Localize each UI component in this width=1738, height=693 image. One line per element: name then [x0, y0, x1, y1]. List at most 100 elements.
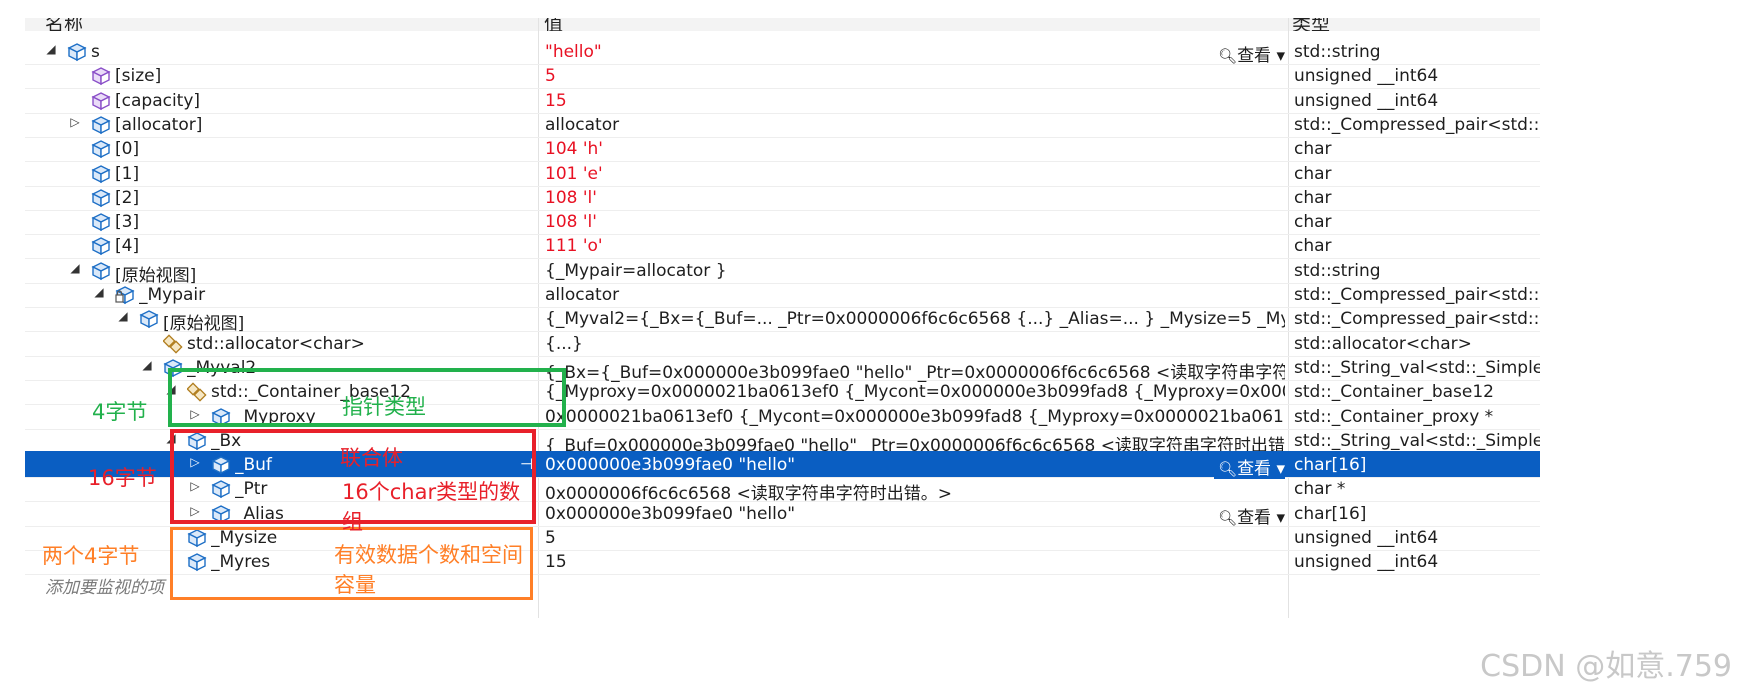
row-name: [1] [115, 163, 140, 184]
watch-row[interactable]: ◢s"hello"🔍︎查看 ▾std::string [25, 38, 1540, 66]
row-value[interactable]: 111 'o' [545, 236, 603, 257]
expand-arrow-icon[interactable]: ▷ [190, 455, 200, 470]
row-type: std::_String_val<std::_Simple_ty... [1294, 357, 1540, 378]
dropdown-arrow-icon[interactable]: ▾ [1271, 46, 1285, 66]
row-value[interactable]: {_Myproxy=0x0000021ba0613ef0 {_Mycont=0x… [545, 382, 1285, 403]
row-value[interactable]: 108 'l' [545, 212, 597, 233]
pin-icon[interactable]: ⊣ [520, 455, 534, 474]
row-value[interactable]: {...} [545, 333, 583, 354]
view-visualizer-button[interactable]: 🔍︎查看 ▾ [1214, 41, 1285, 66]
watch-row[interactable]: [2]108 'l'char [25, 184, 1540, 211]
row-type: std::_Compressed_pair<std::allo... [1294, 309, 1540, 330]
watch-row[interactable]: [0]104 'h'char [25, 135, 1540, 163]
row-name: [原始视图] [115, 265, 197, 286]
row-name: _Myproxy [235, 406, 316, 427]
row-type: unsigned __int64 [1294, 66, 1439, 87]
cube-icon [211, 504, 231, 524]
row-value[interactable]: allocator [545, 114, 620, 135]
cube-icon [91, 164, 111, 184]
row-value[interactable]: {_Bx={_Buf=0x000000e3b099fae0 "hello" _P… [545, 362, 1285, 383]
collapse-arrow-icon[interactable]: ◢ [70, 260, 80, 275]
add-watch-item[interactable]: 添加要监视的项 [45, 578, 164, 598]
watch-row[interactable]: [1]101 'e'char [25, 160, 1540, 187]
union-annotation: 联合体 [340, 446, 403, 470]
cube-icon [91, 139, 111, 159]
magnifier-icon: 🔍︎ [1218, 508, 1238, 527]
watch-row[interactable]: ◢[原始视图]{_Mypair=allocator }std::string [25, 257, 1540, 286]
row-value[interactable]: 15 [545, 90, 567, 111]
expand-arrow-icon[interactable]: ▷ [190, 503, 200, 518]
row-value[interactable]: 15 [545, 552, 567, 573]
row-name: [capacity] [115, 90, 201, 111]
collapse-arrow-icon[interactable]: ◢ [118, 309, 128, 324]
row-name: [2] [115, 187, 140, 208]
expand-arrow-icon[interactable]: ▷ [70, 114, 80, 129]
two-four-bytes-annotation: 两个4字节 [42, 544, 140, 568]
cube-icon [91, 115, 111, 135]
cube-icon [91, 236, 111, 256]
cube-icon [91, 188, 111, 208]
collapse-arrow-icon[interactable]: ◢ [94, 285, 104, 299]
row-value[interactable]: {_Mypair=allocator } [545, 260, 727, 281]
pointer-annotation-box [168, 368, 566, 427]
collapse-arrow-icon[interactable]: ◢ [46, 42, 56, 56]
column-header-type[interactable]: 类型 [1292, 18, 1331, 31]
row-value[interactable]: 0x000000e3b099fae0 "hello" [545, 455, 796, 476]
cube-icon [139, 309, 159, 329]
cube-icon [211, 455, 231, 475]
watch-row[interactable]: ▷_Buf⊣0x000000e3b099fae0 "hello"🔍︎查看 ▾ch… [25, 451, 1540, 480]
view-visualizer-button[interactable]: 🔍︎查看 ▾ [1214, 454, 1285, 480]
row-value[interactable]: 0x000000e3b099fae0 "hello" [545, 503, 796, 524]
row-value[interactable]: allocator [545, 285, 620, 305]
row-name: [原始视图] [163, 314, 245, 335]
row-value[interactable]: 0x0000021ba0613ef0 {_Mycont=0x000000e3b0… [545, 406, 1285, 427]
watch-row[interactable]: [4]111 'o'char [25, 232, 1540, 260]
char-array-annotation-line2: 组 [342, 510, 363, 534]
dropdown-arrow-icon[interactable]: ▾ [1271, 507, 1285, 528]
watch-row[interactable]: std::allocator<char> {...} std::allocator<… [25, 330, 1540, 357]
row-name: _Myres [211, 552, 271, 573]
view-label: 查看 [1237, 507, 1272, 528]
row-value[interactable]: 0x0000006f6c6c6568 <读取字符串字符时出错。> [545, 484, 953, 505]
expand-arrow-icon[interactable]: ▷ [190, 406, 200, 421]
view-visualizer-button[interactable]: 🔍︎查看 ▾ [1214, 503, 1285, 528]
row-value[interactable]: 104 'h' [545, 139, 603, 160]
dropdown-arrow-icon[interactable]: ▾ [1271, 459, 1285, 480]
column-header-value[interactable]: 值 [544, 18, 564, 31]
row-value[interactable]: "hello" [545, 42, 602, 62]
row-value[interactable]: {_Buf=0x000000e3b099fae0 "hello" _Ptr=0x… [545, 435, 1285, 456]
union-annotation-box [170, 429, 536, 524]
cube-icon [187, 552, 207, 572]
row-type: std::allocator<char> [1294, 333, 1472, 354]
cube-icon [67, 42, 87, 62]
expand-arrow-icon[interactable]: ▷ [190, 479, 200, 494]
row-name: std::allocator<char> [187, 333, 365, 354]
watch-row[interactable]: ◢ [原始视图] {_Myval2={_Bx={_Buf=... _Ptr=0x00… [25, 305, 1540, 335]
column-header-name[interactable]: 名称 [45, 18, 84, 31]
row-value[interactable]: {_Myval2={_Bx={_Buf=... _Ptr=0x0000006f6… [545, 309, 1285, 330]
watch-row[interactable]: [3]108 'l'char [25, 208, 1540, 236]
column-divider[interactable] [1288, 18, 1289, 618]
row-name: [3] [115, 212, 140, 233]
four-bytes-annotation: 4字节 [92, 400, 148, 424]
row-value[interactable]: 5 [545, 528, 556, 548]
column-divider[interactable] [538, 18, 539, 618]
row-value[interactable]: 108 'l' [545, 187, 597, 208]
collapse-arrow-icon[interactable]: ◢ [142, 357, 152, 372]
row-value[interactable]: 5 [545, 66, 556, 87]
row-type: std::_String_val<std::_Simple_ty... [1294, 430, 1540, 451]
watch-row[interactable]: ◢std::_Container_base12{_Myproxy=0x00000… [25, 378, 1540, 406]
magnifier-icon: 🔍︎ [1218, 460, 1238, 479]
count-annotation-line1: 有效数据个数和空间 [334, 543, 523, 567]
char-array-annotation-line1: 16个char类型的数 [342, 480, 521, 504]
watch-row[interactable]: ◢_Myval2{_Bx={_Buf=0x000000e3b099fae0 "h… [25, 354, 1540, 383]
row-value[interactable]: 101 'e' [545, 163, 603, 184]
